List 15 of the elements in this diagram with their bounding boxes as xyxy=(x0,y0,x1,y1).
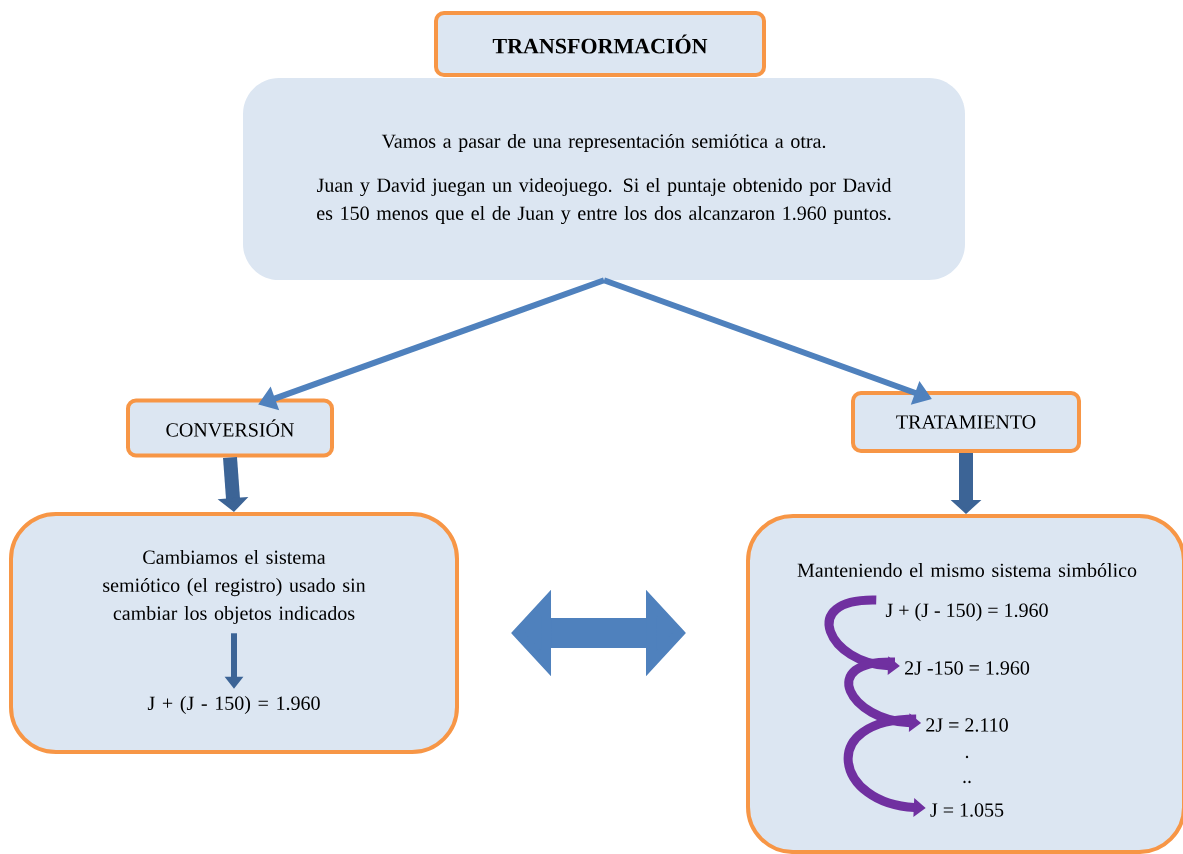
label-box: TRATAMIENTO xyxy=(851,391,1081,453)
dots-text: .. xyxy=(963,780,971,784)
label-box: CONVERSIÓN xyxy=(126,398,334,458)
rounded-box xyxy=(746,514,1183,854)
title-box: TRANSFORMACIÓN xyxy=(434,11,766,77)
heading-text: Manteniendo el mismo sistema simbólico xyxy=(797,562,1137,578)
rounded-box xyxy=(9,512,459,754)
text-box: Vamos a pasar de una representación semiótica a otra. Juan y David juegan un videojuego. Si el puntaje obtenido por David es 150 menos que el de Juan y entre los dos alcanzaron 1.960 puntos. xyxy=(243,78,965,280)
equation-text: 2J -150 = 1.960 xyxy=(905,661,1030,675)
description-text: Cambiamos el sistema semiótico (el registro) usado sin cambiar los objetos indicados xyxy=(103,549,366,625)
equation-text: J + (J - 150) = 1.960 xyxy=(147,695,320,715)
equation-text: J = 1.055 xyxy=(930,803,1004,817)
equation-text: J + (J - 150) = 1.960 xyxy=(885,602,1048,622)
equation-text: 2J = 2.110 xyxy=(926,718,1008,732)
dots-text: . xyxy=(965,755,969,759)
